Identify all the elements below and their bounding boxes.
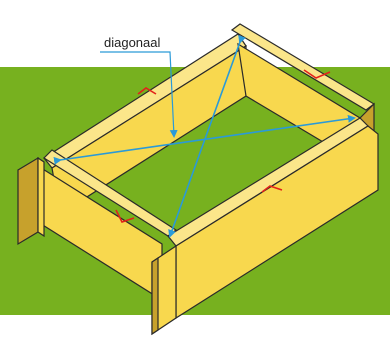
check-mark-back-right	[303, 69, 331, 79]
corner-check-marks	[115, 69, 331, 223]
diagonals	[53, 34, 356, 238]
label-leader-line	[100, 51, 178, 138]
left-end-cap	[17, 156, 45, 246]
check-mark-back-left	[137, 87, 157, 95]
diagonal-label: diagonaal	[104, 35, 160, 50]
check-mark-front-left	[115, 209, 135, 223]
check-mark-front-right	[261, 185, 283, 193]
diagonal-arrow-cross	[168, 34, 246, 238]
front-end-cap	[151, 244, 177, 336]
